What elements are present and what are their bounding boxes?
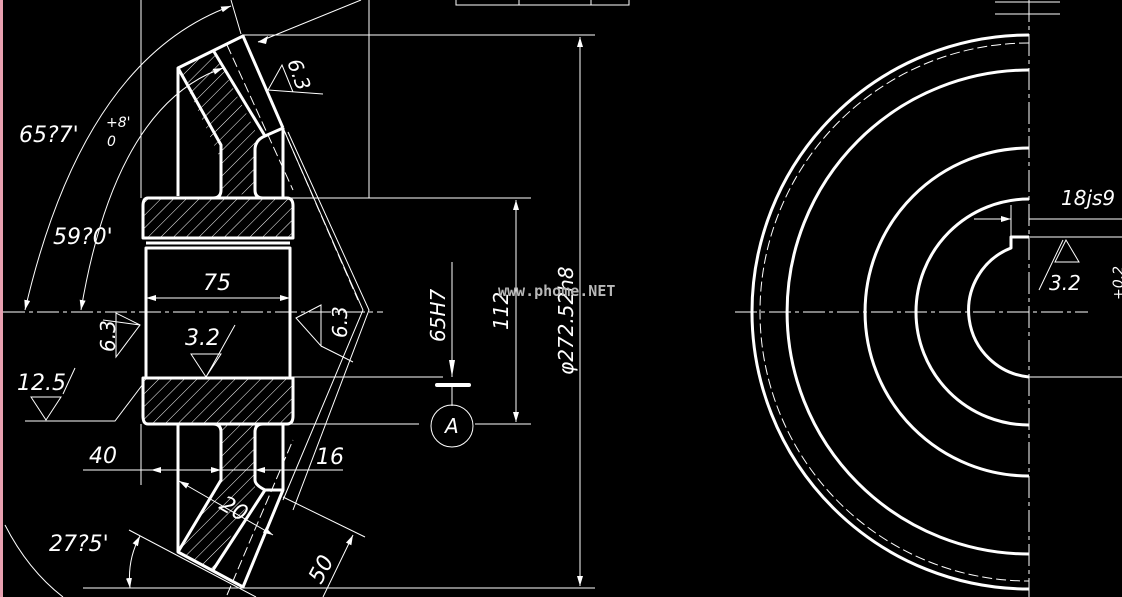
section-view — [3, 0, 630, 597]
roughness-back-face: 6.3 — [282, 56, 315, 94]
outer-diameter-dim: φ272.52h8 — [554, 266, 578, 375]
face-angle-label: 65?7' — [19, 123, 79, 148]
roughness-general: 12.5 — [17, 371, 66, 396]
back-angle-label: 27?5' — [49, 532, 109, 557]
hub-diameter-dim: 112 — [489, 292, 513, 330]
bore-length-dim: 75 — [203, 271, 231, 296]
roughness-hub-right: 6.3 — [328, 306, 352, 338]
cone-distance-dim: 50 — [304, 551, 339, 587]
watermark: www.phome.NET — [498, 282, 615, 300]
roughness-bore: 3.2 — [185, 326, 220, 351]
keyway-width-dim: 18js9 — [1061, 186, 1115, 210]
end-view-labels: 18js9 3.2 +0.2 — [1049, 186, 1122, 300]
rim-width-dim: 16 — [316, 445, 344, 470]
hub-offset-dim: 40 — [89, 444, 117, 469]
bevel-gear-drawing: 65?7' +8' 0 59?0' 27?5' 75 40 16 20 50 6… — [3, 0, 1122, 597]
roughness-hub-left: 6.3 — [96, 320, 120, 352]
bore-diameter-dim: 65H7 — [426, 289, 450, 342]
partial-dim: +0.2 — [1111, 266, 1122, 300]
face-angle-tol-lower: 0 — [107, 134, 116, 150]
face-angle-tol-upper: +8' — [106, 115, 131, 131]
section-view-labels: 65?7' +8' 0 59?0' 27?5' 75 40 16 20 50 6… — [17, 56, 578, 588]
keyway-roughness: 3.2 — [1049, 271, 1081, 295]
pitch-angle-label: 59?0' — [53, 225, 113, 250]
datum-circle — [430, 404, 474, 448]
datum-label: A — [443, 414, 459, 438]
end-view — [735, 0, 1122, 597]
